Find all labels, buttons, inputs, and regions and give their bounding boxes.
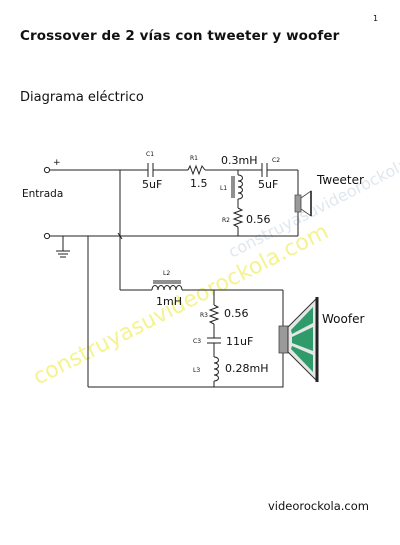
resistor-r2 — [232, 207, 244, 228]
l1-ref: L1 — [220, 185, 227, 192]
inductor-l3 — [213, 356, 219, 382]
tweeter-label: Tweeter — [316, 173, 364, 187]
r1-value: 1.5 — [190, 177, 208, 190]
input-label: Entrada — [22, 188, 63, 200]
page-title: Crossover de 2 vías con tweeter y woofer — [20, 28, 340, 44]
c1-value: 5uF — [142, 178, 162, 191]
woofer-label: Woofer — [322, 312, 364, 326]
footer-website[interactable]: videorockola.com — [268, 499, 369, 513]
inductor-l2 — [151, 285, 183, 291]
capacitor-c3 — [207, 337, 221, 344]
inductor-l2-core — [153, 280, 181, 284]
r2-ref: R2 — [222, 217, 230, 224]
r3-value: 0.56 — [224, 307, 249, 320]
r3-ref: R3 — [200, 312, 208, 319]
c3-value: 11uF — [226, 335, 253, 348]
input-terminal-positive[interactable] — [43, 166, 51, 174]
l2-ref: L2 — [163, 270, 170, 277]
plus-sign: + — [53, 158, 61, 168]
capacitor-c1 — [147, 163, 154, 177]
ground-icon — [56, 236, 70, 258]
c3-ref: C3 — [193, 338, 201, 345]
r2-value: 0.56 — [246, 213, 271, 226]
wire-crossing — [117, 232, 123, 240]
c2-ref: C2 — [272, 157, 280, 164]
resistor-r3 — [208, 304, 220, 325]
inductor-l1 — [237, 174, 243, 200]
resistor-r1 — [187, 164, 206, 176]
tweeter-speaker-icon — [294, 190, 312, 217]
wire-woofer-bottom — [88, 352, 284, 388]
l3-ref: L3 — [193, 367, 200, 374]
inductor-l1-core — [231, 176, 235, 198]
diagram-subtitle: Diagrama eléctrico — [20, 90, 144, 105]
l3-value: 0.28mH — [225, 362, 268, 375]
c2-value: 5uF — [258, 178, 278, 191]
woofer-speaker-icon — [278, 296, 319, 383]
l1-value: 0.3mH — [221, 154, 257, 167]
page-number: 1 — [373, 14, 379, 23]
input-terminal-negative[interactable] — [43, 232, 51, 240]
l2-value: 1mH — [156, 295, 182, 308]
r1-ref: R1 — [190, 155, 198, 162]
capacitor-c2 — [261, 163, 268, 177]
c1-ref: C1 — [146, 151, 154, 158]
